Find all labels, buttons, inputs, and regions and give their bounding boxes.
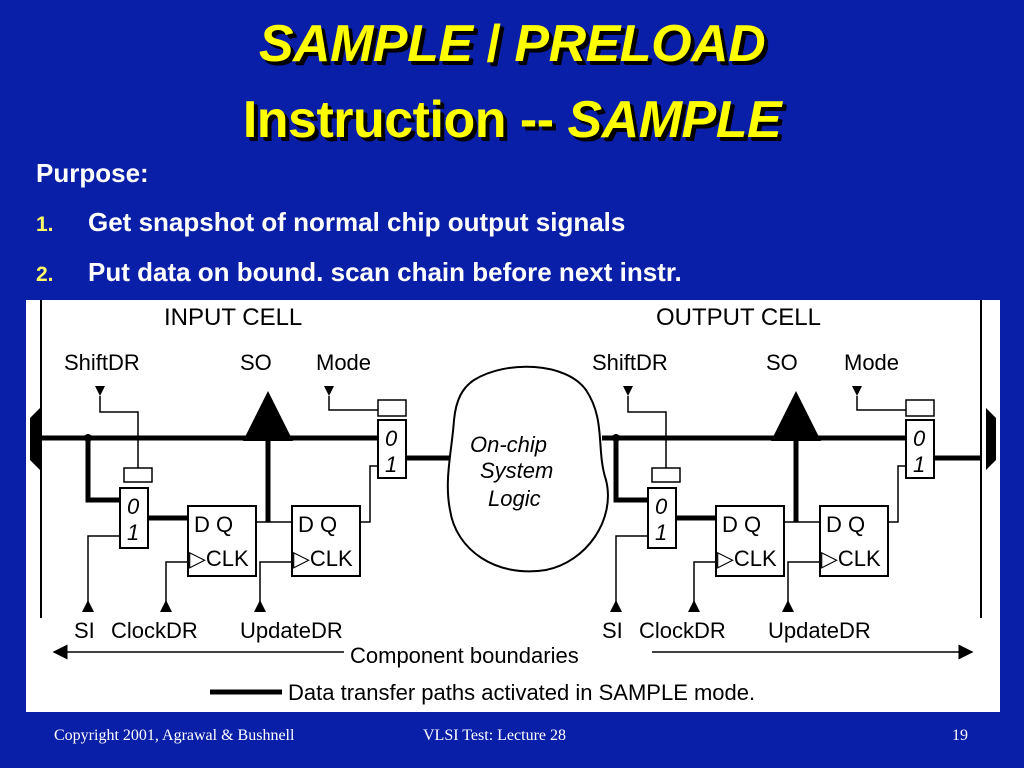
- capture-flipflop: [715, 505, 785, 577]
- right-pin: [986, 408, 996, 470]
- si-label: SI: [602, 618, 623, 643]
- onchip-line3: Logic: [488, 486, 541, 511]
- output-cell-label: OUTPUT CELL: [656, 304, 821, 331]
- output-mode-mux: [905, 419, 935, 479]
- list-text: Put data on bound. scan chain before nex…: [88, 257, 682, 287]
- legend-label: Data transfer paths activated in SAMPLE …: [288, 680, 755, 705]
- update-flipflop: [291, 505, 361, 577]
- dq-label: D Q: [298, 512, 337, 537]
- footer-copyright: Copyright 2001, Agrawal & Bushnell: [54, 727, 295, 744]
- capture-flipflop: [187, 505, 257, 577]
- input-cell-label: INPUT CELL: [164, 304, 302, 331]
- output-cell: ShiftDR SO Mode 0 1 0 1 D Q ▷CLK D Q ▷C: [592, 350, 981, 643]
- footer-page-number: 19: [952, 727, 968, 744]
- input-cell: ShiftDR SO Mode 0 1 0 1 D Q ▷C: [41, 350, 454, 643]
- mux-0: 0: [385, 426, 398, 451]
- input-mode-mux: [377, 419, 407, 479]
- mux-0: 0: [127, 494, 140, 519]
- so-label: SO: [766, 350, 798, 375]
- dq-label: D Q: [194, 512, 233, 537]
- purpose-label: Purpose:: [36, 158, 149, 188]
- left-pin: [30, 408, 40, 470]
- mux-1: 1: [655, 520, 667, 545]
- boundary-scan-diagram: INPUT CELL OUTPUT CELL ShiftDR SO Mode 0…: [26, 300, 1000, 712]
- mux-1: 1: [913, 452, 925, 477]
- title-separator: /: [472, 15, 515, 73]
- footer-lecture: VLSI Test: Lecture 28: [423, 727, 566, 744]
- clk-label: ▷CLK: [717, 546, 777, 571]
- slide-title-line2: Instruction -- SAMPLE: [0, 92, 1024, 148]
- onchip-line2: System: [480, 458, 553, 483]
- title-sample-2: SAMPLE: [567, 91, 782, 149]
- list-number: 1.: [36, 213, 54, 236]
- clockdr-label: ClockDR: [111, 618, 198, 643]
- clk-label: ▷CLK: [293, 546, 353, 571]
- shiftdr-arrow: [95, 386, 105, 396]
- title-sample: SAMPLE: [258, 15, 473, 73]
- title-instruction: Instruction --: [242, 91, 568, 149]
- dq-label: D Q: [826, 512, 865, 537]
- so-label: SO: [240, 350, 272, 375]
- component-boundaries-label: Component boundaries: [350, 643, 579, 668]
- shiftdr-label: ShiftDR: [592, 350, 668, 375]
- title-preload: PRELOAD: [514, 15, 766, 73]
- mode-label: Mode: [844, 350, 899, 375]
- mux-1: 1: [385, 452, 397, 477]
- si-arrow: [82, 600, 94, 612]
- list-text: Get snapshot of normal chip output signa…: [88, 207, 626, 237]
- list-item: 1. Get snapshot of normal chip output sig…: [36, 207, 625, 238]
- update-flipflop: [819, 505, 889, 577]
- mux-1: 1: [127, 520, 139, 545]
- si-label: SI: [74, 618, 95, 643]
- dq-label: D Q: [722, 512, 761, 537]
- clockdr-label: ClockDR: [639, 618, 726, 643]
- updatedr-label: UpdateDR: [240, 618, 343, 643]
- mux-0: 0: [655, 494, 668, 519]
- mux-0: 0: [913, 426, 926, 451]
- input-shift-mux: [119, 487, 149, 549]
- onchip-logic-blob: [446, 365, 609, 573]
- clk-label: ▷CLK: [821, 546, 881, 571]
- list-number: 2.: [36, 263, 54, 286]
- updatedr-label: UpdateDR: [768, 618, 871, 643]
- clk-label: ▷CLK: [189, 546, 249, 571]
- shiftdr-label: ShiftDR: [64, 350, 140, 375]
- slide-title-line1: SAMPLE / PRELOAD: [0, 16, 1024, 72]
- onchip-line1: On-chip: [470, 432, 547, 457]
- mode-label: Mode: [316, 350, 371, 375]
- mode-arrow: [324, 386, 334, 396]
- list-item: 2. Put data on bound. scan chain before n…: [36, 257, 682, 288]
